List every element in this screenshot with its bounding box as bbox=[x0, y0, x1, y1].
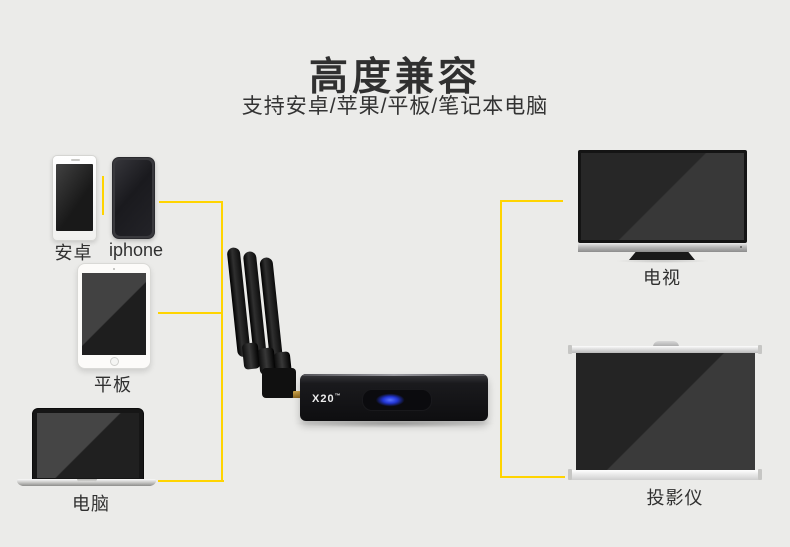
tv-screen bbox=[581, 153, 744, 240]
connector-right-trunk bbox=[500, 200, 502, 478]
projector-label: 投影仪 bbox=[646, 488, 704, 508]
tablet-home-button-icon bbox=[110, 357, 119, 366]
tv-stand bbox=[629, 252, 695, 260]
projector-bottom-bar bbox=[568, 469, 762, 480]
projector-bar-cap bbox=[568, 469, 572, 480]
laptop-label: 电脑 bbox=[72, 494, 110, 514]
laptop-screen bbox=[37, 413, 139, 478]
android-phone-image bbox=[52, 155, 97, 241]
connector-tv-stub bbox=[501, 200, 563, 202]
tablet-camera-icon bbox=[113, 268, 115, 270]
receiver-model-label: X20™ bbox=[312, 393, 342, 405]
projector-screen-image bbox=[576, 353, 755, 470]
receiver-shadow bbox=[292, 419, 497, 428]
antenna-connector-icon bbox=[293, 391, 302, 398]
tablet-screen bbox=[82, 273, 146, 355]
tv-stand-shadow bbox=[615, 259, 710, 263]
connector-tablet-stub bbox=[158, 312, 223, 314]
connector-phones-divider bbox=[102, 176, 104, 215]
tv-speaker-strip bbox=[578, 243, 747, 252]
iphone-label: iphone bbox=[108, 240, 164, 260]
tablet-image bbox=[77, 263, 151, 369]
laptop-base bbox=[17, 479, 156, 486]
android-phone-screen bbox=[56, 164, 93, 231]
connector-left-trunk bbox=[221, 201, 223, 482]
tv-label: 电视 bbox=[643, 268, 681, 288]
tv-power-led-icon bbox=[740, 246, 742, 248]
iphone-screen bbox=[115, 160, 152, 236]
trademark-symbol: ™ bbox=[334, 393, 342, 400]
phone-speaker-icon bbox=[70, 159, 80, 161]
tablet-label: 平板 bbox=[94, 375, 132, 395]
receiver-led-window bbox=[362, 389, 432, 411]
connector-laptop-stub bbox=[158, 480, 224, 482]
connector-projector-stub bbox=[501, 476, 565, 478]
page-subtitle: 支持安卓/苹果/平板/笔记本电脑 bbox=[241, 95, 549, 118]
projector-bar-cap bbox=[758, 469, 762, 480]
receiver-box-image: X20™ bbox=[300, 374, 488, 421]
page-title: 高度兼容 bbox=[308, 56, 481, 99]
android-label: 安卓 bbox=[54, 243, 93, 263]
tv-image bbox=[578, 150, 747, 243]
antenna-base bbox=[262, 368, 296, 398]
iphone-image bbox=[112, 157, 155, 239]
connector-iphone-stub bbox=[159, 201, 223, 203]
projector-bar-cap bbox=[758, 345, 762, 354]
projector-bar-cap bbox=[568, 345, 572, 354]
projector-top-bar bbox=[568, 345, 762, 354]
projector-mount bbox=[653, 341, 679, 347]
laptop-image bbox=[32, 408, 144, 481]
laptop-notch bbox=[76, 479, 97, 482]
